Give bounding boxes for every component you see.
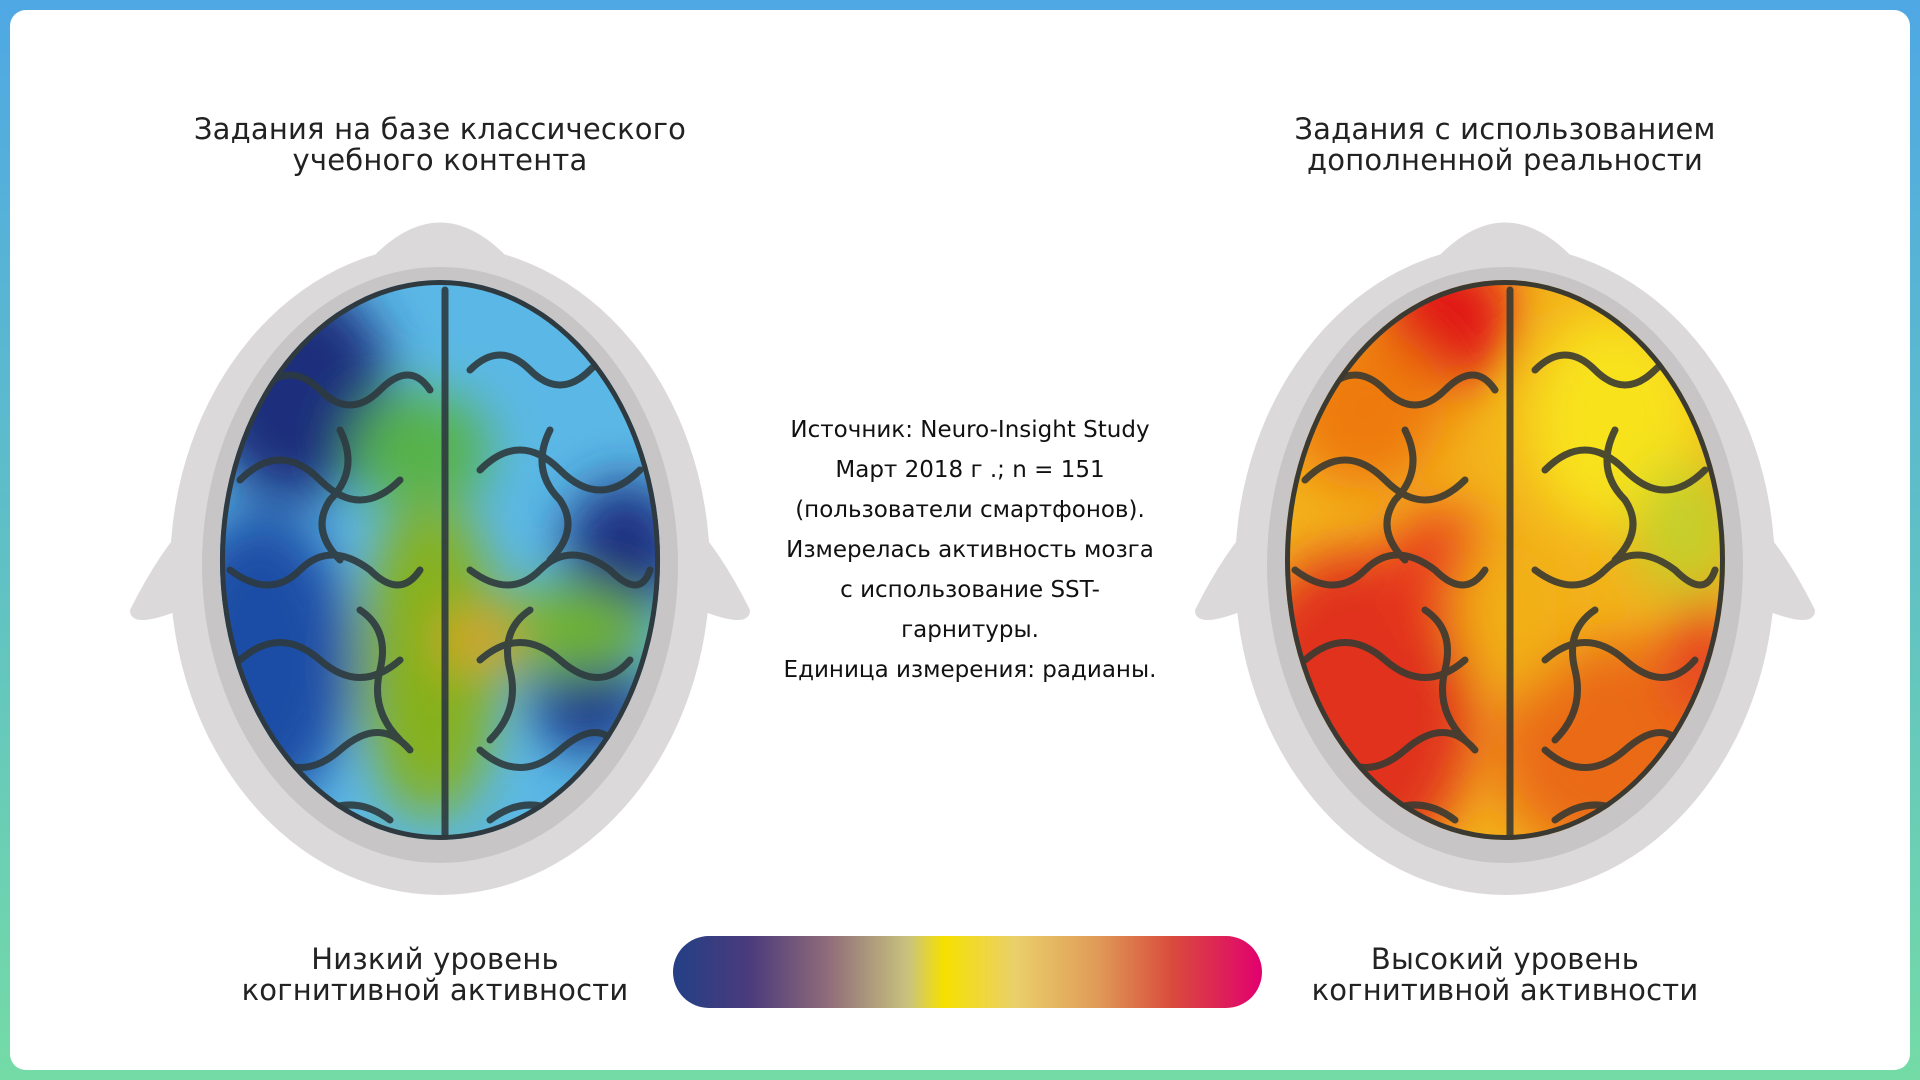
left-title-line-1: Задания на базе классического bbox=[193, 112, 687, 146]
source-line-4: Измерелась активность мозга bbox=[786, 537, 1154, 563]
activity-color-scale bbox=[673, 936, 1262, 1008]
low-label-line-2: когнитивной активности bbox=[241, 973, 629, 1007]
left-brain-heatmap bbox=[130, 222, 750, 895]
high-label-line-1: Высокий уровень bbox=[1370, 942, 1640, 976]
left-title-line-2: учебного контента bbox=[292, 143, 588, 177]
right-brain-heatmap bbox=[1195, 222, 1815, 895]
source-line-2: Март 2018 г .; n = 151 bbox=[835, 457, 1105, 483]
left-title: Задания на базе классического учебного к… bbox=[190, 114, 690, 176]
high-label-line-2: когнитивной активности bbox=[1311, 973, 1699, 1007]
right-title-line-2: дополненной реальности bbox=[1307, 143, 1703, 177]
source-line-7: Единица измерения: радианы. bbox=[783, 657, 1157, 683]
right-title: Задания с использованием дополненной реа… bbox=[1255, 114, 1755, 176]
source-line-1: Источник: Neuro-Insight Study bbox=[790, 417, 1150, 443]
source-line-6: гарнитуры. bbox=[901, 617, 1039, 643]
right-title-line-1: Задания с использованием bbox=[1294, 112, 1716, 146]
high-activity-label: Высокий уровень когнитивной активности bbox=[1290, 944, 1720, 1006]
low-label-line-1: Низкий уровень bbox=[311, 942, 559, 976]
low-activity-label: Низкий уровень когнитивной активности bbox=[220, 944, 650, 1006]
source-line-5: с использование SST- bbox=[840, 577, 1100, 603]
source-line-3: (пользователи смартфонов). bbox=[795, 497, 1145, 523]
slide-card: Задания на базе классического учебного к… bbox=[10, 10, 1910, 1070]
source-note: Источник: Neuro-Insight Study Март 2018 … bbox=[770, 410, 1170, 690]
